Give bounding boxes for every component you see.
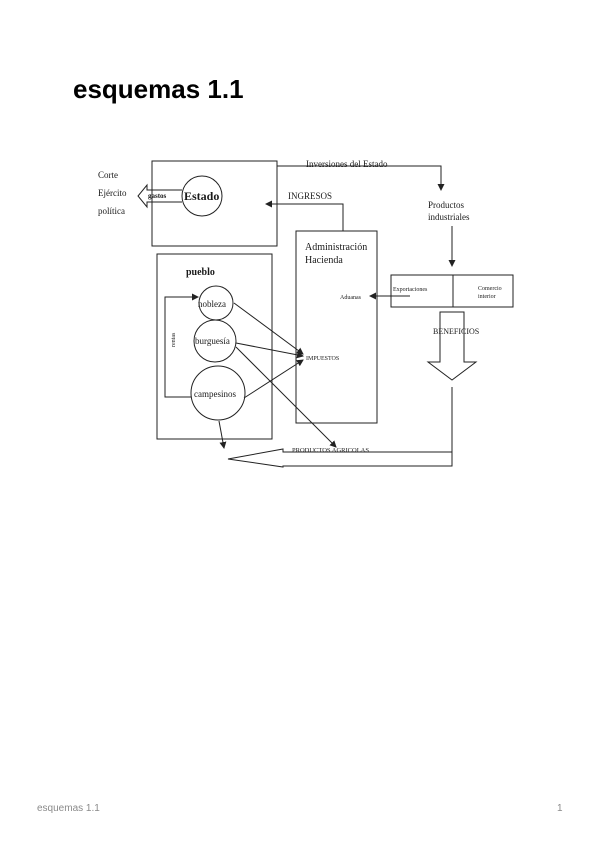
agricolas-campesinos-arrow: [218, 420, 227, 449]
exportaciones-box: [390, 274, 514, 308]
footer-document-name: esquemas 1.1: [37, 803, 100, 814]
impuestos-label: IMPUESTOS: [306, 356, 339, 362]
aduanas-label: Aduanas: [340, 295, 362, 301]
rentas-label: rentas: [171, 332, 177, 347]
hacienda-label: Hacienda: [305, 255, 343, 266]
burguesia-label: burguesía: [195, 336, 230, 346]
burguesia-circle: [193, 319, 237, 363]
burguesia-impuestos-arrow: [235, 342, 304, 359]
exportaciones-label: Exportaciones: [393, 287, 428, 293]
beneficios-arrow: [426, 311, 478, 381]
campesinos-impuestos-arrow: [243, 359, 304, 399]
inversiones-arrow: [277, 165, 445, 191]
productos-agricolas-label: PRODUCTOS AGRICOLAS: [292, 447, 369, 454]
gastos-arrow: [137, 183, 182, 209]
administracion-box: [295, 230, 378, 424]
estado-label: Estado: [184, 189, 219, 203]
beneficios-label: BENEFICIOS: [433, 327, 479, 336]
inversiones-label: Inversiones del Estado: [306, 159, 388, 169]
administracion-label: Administración: [305, 242, 367, 253]
productos-agricolas-arrow: [227, 441, 453, 468]
campesinos-label: campesinos: [194, 389, 236, 399]
pueblo-label: pueblo: [186, 267, 215, 278]
industriales-label: industriales: [428, 212, 470, 222]
gastos-label: gastos: [148, 192, 167, 200]
burguesia-agricolas-arrow: [235, 346, 337, 448]
nobleza-impuestos-arrow: [233, 302, 304, 355]
interior-label: interior: [478, 294, 496, 300]
ejercito-label: Ejército: [98, 188, 127, 198]
comercio-label: Comercio: [478, 286, 502, 292]
page-title: esquemas 1.1: [73, 74, 244, 104]
ingresos-label: INGRESOS: [288, 191, 332, 201]
footer-page-number: 1: [557, 803, 563, 814]
politica-label: política: [98, 206, 125, 216]
nobleza-label: nobleza: [198, 299, 226, 309]
rentas-arrow: [164, 293, 199, 398]
ingresos-arrow: [265, 200, 344, 231]
productos-label: Productos: [428, 200, 464, 210]
estado-box: [151, 160, 278, 247]
pueblo-box: [156, 253, 273, 440]
campesinos-circle: [190, 365, 246, 421]
corte-label: Corte: [98, 170, 118, 180]
estado-circle: [181, 175, 223, 217]
